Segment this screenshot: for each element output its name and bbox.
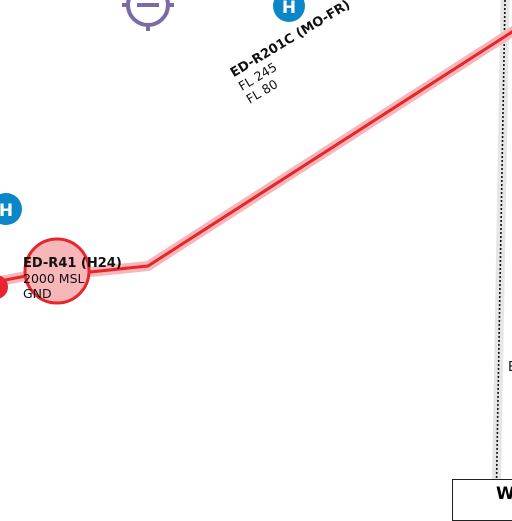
airspace-name: ED-R41 (H24)	[23, 256, 122, 271]
heliport-icon[interactable]: H	[273, 0, 305, 22]
heliport-icon[interactable]: H	[0, 193, 22, 225]
restricted-area-r41-label: ED-R41 (H24) 2000 MSL GND	[23, 256, 122, 301]
airfield-icon[interactable]	[122, 0, 174, 31]
airspace-upper-limit: 2000 MSL	[23, 271, 85, 286]
svg-text:H: H	[0, 201, 13, 221]
cut-off-edge-label: E	[508, 360, 512, 375]
boundary-line	[491, 0, 510, 512]
cut-off-label-box: W	[452, 479, 512, 521]
restricted-area-r41-circle[interactable]	[0, 237, 91, 305]
airspace-lower-limit: GND	[23, 286, 52, 301]
cut-off-label-text: W	[496, 484, 512, 504]
svg-text:H: H	[282, 0, 296, 18]
restricted-area-r201c-line[interactable]	[89, 25, 512, 277]
